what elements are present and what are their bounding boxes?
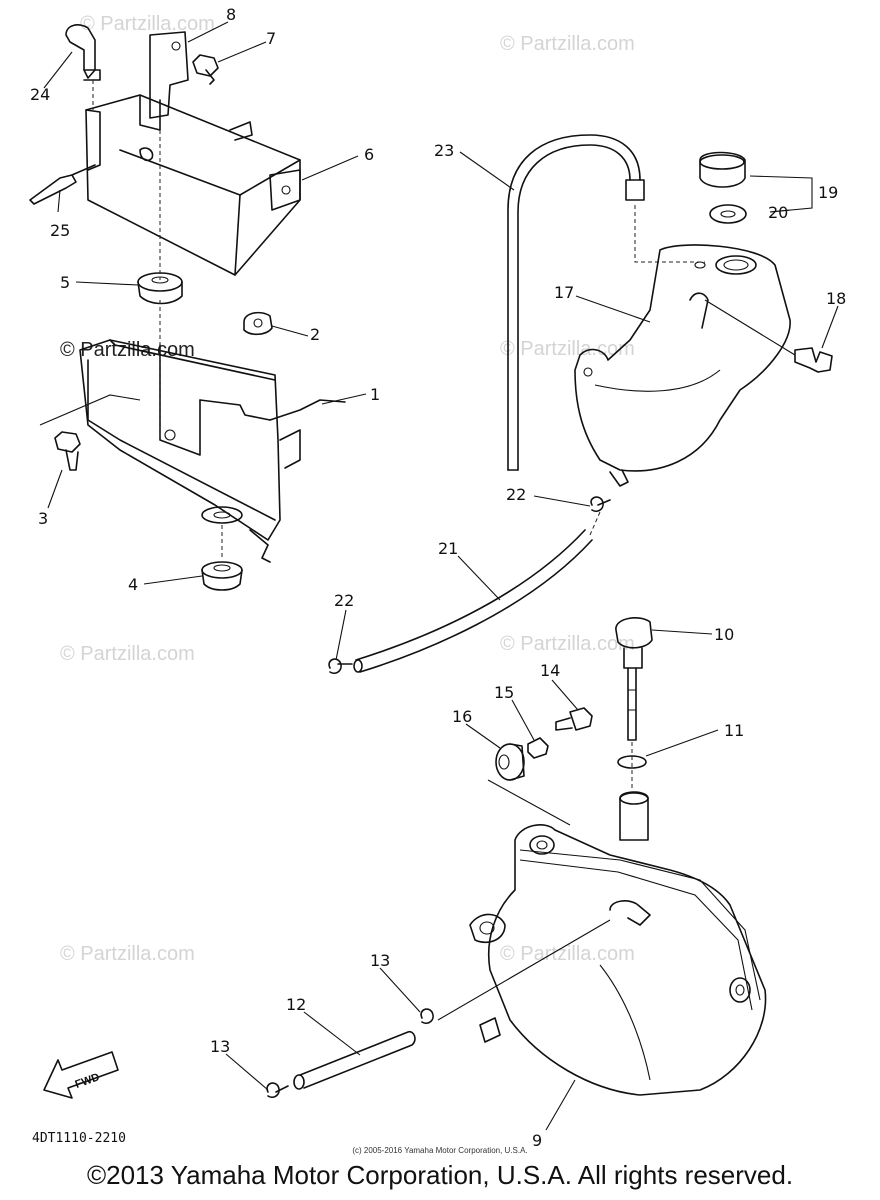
- leader-lines: [43, 21, 839, 1131]
- bolt-14: [555, 707, 593, 731]
- hose-clip-22-upper: [590, 496, 611, 513]
- callout-23: 23: [434, 141, 454, 160]
- watermark: © Partzilla.com: [500, 33, 635, 55]
- bolt-3: [54, 431, 81, 471]
- dipstick-10: [615, 617, 653, 741]
- callout-24: 24: [30, 85, 50, 104]
- callout-19: 19: [818, 183, 838, 202]
- fwd-label: FWD: [74, 1071, 102, 1091]
- assembly-lines-left: [39, 80, 223, 560]
- callout-13-upper: 13: [370, 951, 390, 970]
- oil-tank-9: [469, 791, 767, 1096]
- diagram-code: 4DT1110-2210: [32, 1131, 126, 1146]
- watermark: © Partzilla.com: [500, 338, 635, 360]
- callout-15: 15: [494, 683, 514, 702]
- hose-21: [353, 511, 601, 673]
- hose-clip-13-lower: [266, 1082, 289, 1099]
- hose-clip-22-lower: [328, 658, 353, 675]
- hose-12: [293, 919, 611, 1090]
- callout-7: 7: [266, 29, 276, 48]
- watermark: © Partzilla.com: [60, 943, 195, 965]
- callout-13-lower: 13: [210, 1037, 230, 1056]
- assembly-lines-right: [487, 742, 633, 826]
- grommet-16: [495, 743, 525, 781]
- watermark: © Partzilla.com: [500, 943, 635, 965]
- callout-25: 25: [50, 221, 70, 240]
- callout-12: 12: [286, 995, 306, 1014]
- callout-5: 5: [60, 273, 70, 292]
- callout-14: 14: [540, 661, 560, 680]
- hose-clip-24: [65, 24, 101, 81]
- bolt-7: [192, 54, 219, 85]
- collar-15: [527, 737, 549, 759]
- callout-11: 11: [724, 721, 744, 740]
- watermark: © Partzilla.com: [80, 13, 215, 35]
- watermark-layer: © Partzilla.com © Partzilla.com © Partzi…: [60, 13, 635, 965]
- callout-4: 4: [128, 575, 138, 594]
- breather-tank-17: [574, 244, 791, 487]
- callout-18: 18: [826, 289, 846, 308]
- callout-22-lower: 22: [334, 591, 354, 610]
- callout-9: 9: [532, 1131, 542, 1150]
- clip-2: [243, 311, 273, 336]
- gasket-20: [709, 204, 747, 224]
- callout-2: 2: [310, 325, 320, 344]
- callout-1: 1: [370, 385, 380, 404]
- callout-20: 20: [768, 203, 788, 222]
- callout-3: 3: [38, 509, 48, 528]
- forward-arrow-icon: FWD: [43, 1051, 119, 1099]
- hose-clip-13-upper: [420, 1008, 434, 1025]
- bracket-8: [149, 31, 189, 119]
- callout-6: 6: [364, 145, 374, 164]
- callout-22-upper: 22: [506, 485, 526, 504]
- battery-bracket-1: [79, 339, 346, 563]
- bolt-18: [704, 299, 833, 373]
- callout-17: 17: [554, 283, 574, 302]
- callout-21: 21: [438, 539, 458, 558]
- small-credit: (c) 2005-2016 Yamaha Motor Corporation, …: [352, 1146, 528, 1155]
- watermark: © Partzilla.com: [500, 633, 635, 655]
- callout-8: 8: [226, 5, 236, 24]
- watermark: © Partzilla.com: [60, 643, 195, 665]
- callout-numbers: 8 7 24 6 25 5 2 1 3 4 23 19 20 17 18 22 …: [30, 5, 846, 1150]
- callout-10: 10: [714, 625, 734, 644]
- battery-box-6: [85, 94, 301, 276]
- breather-hose-23: [507, 134, 705, 471]
- pin-25: [29, 164, 96, 205]
- grommet-4: [201, 561, 243, 591]
- reservoir-cap-19: [699, 151, 746, 188]
- copyright-notice: ©2013 Yamaha Motor Corporation, U.S.A. A…: [86, 1160, 794, 1190]
- callout-16: 16: [452, 707, 472, 726]
